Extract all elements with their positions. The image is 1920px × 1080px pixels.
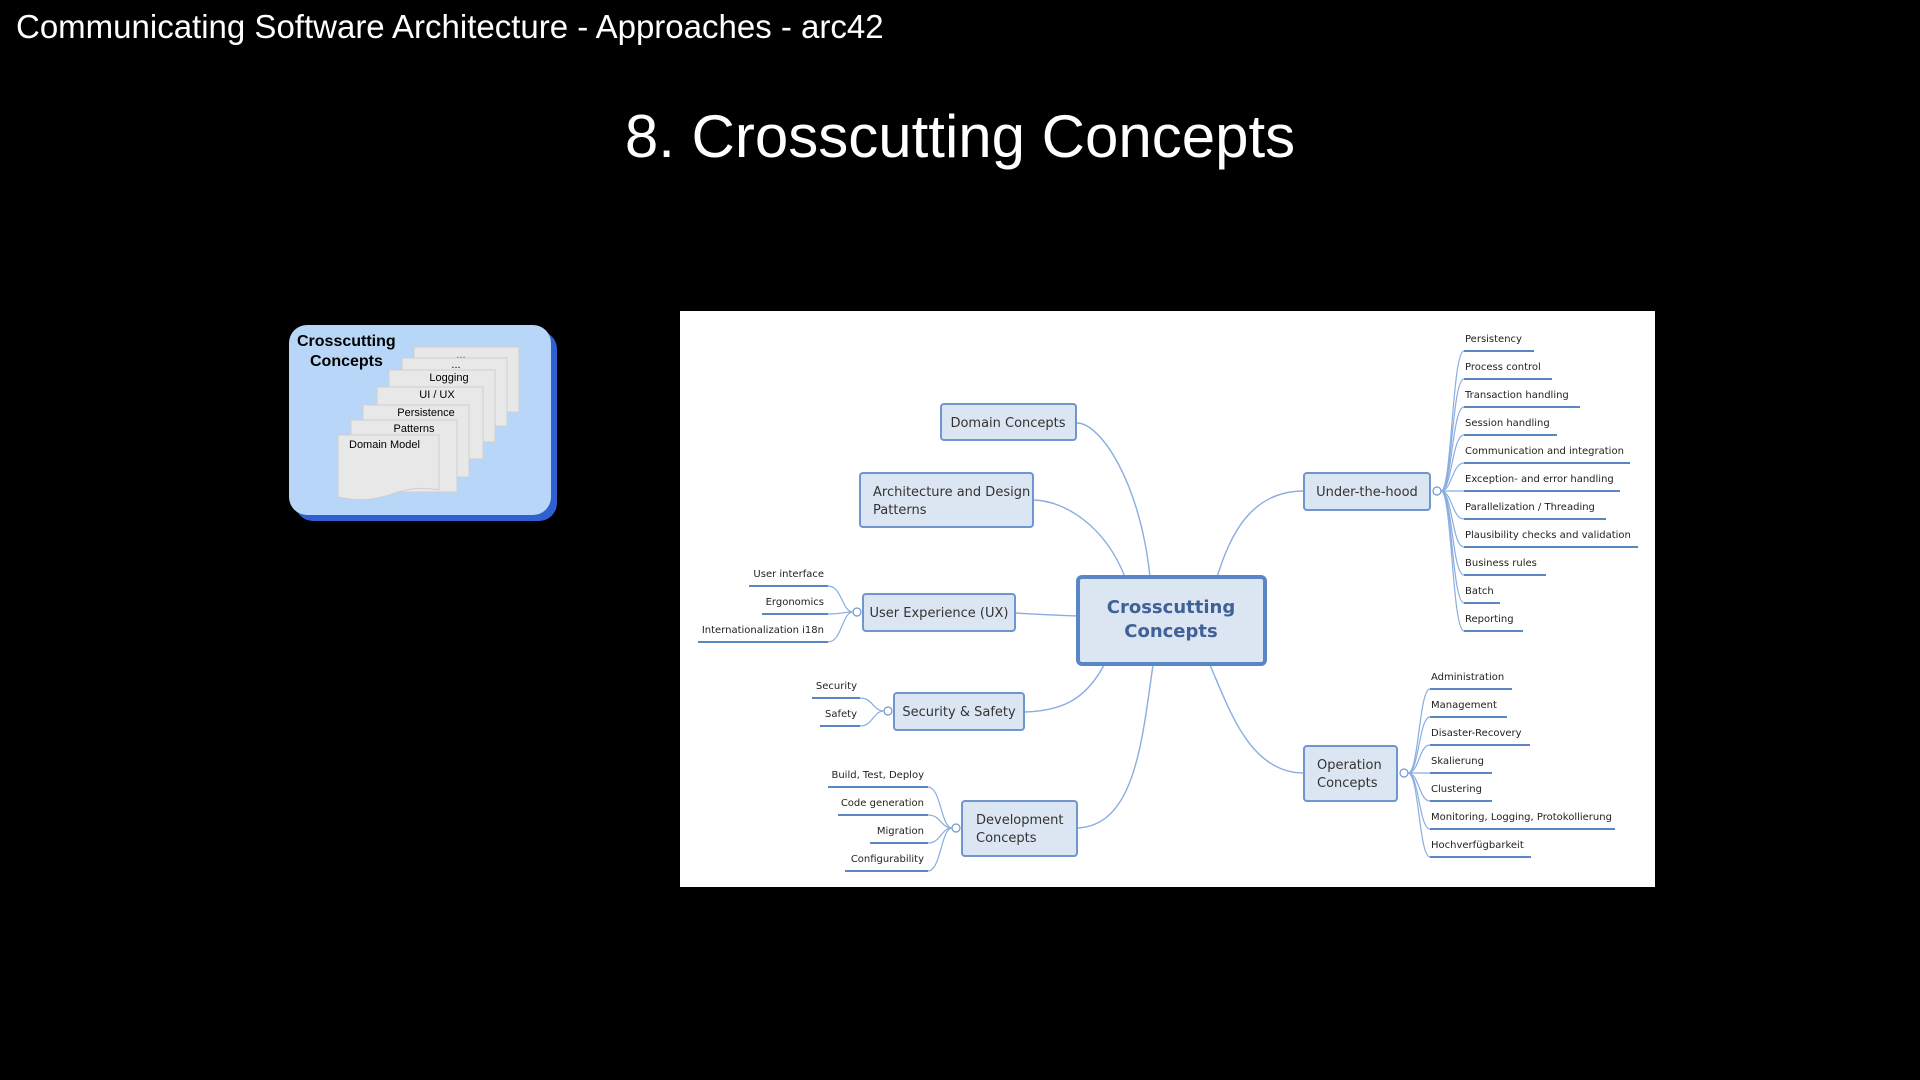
node-user-experience: User Experience (UX) User interface Ergo… [698,569,1016,643]
branch-curves [827,585,854,643]
node-label-line1: Development [976,813,1064,828]
mindmap-connectors [1014,422,1305,829]
branch-curves [1440,350,1465,632]
leaf-underlines [812,697,860,727]
leaf-process-control: Process control [1465,362,1541,373]
leaf-exception-error-handling: Exception- and error handling [1465,474,1614,485]
collapse-toggle[interactable] [1432,486,1442,496]
leaf-monitoring-logging: Monitoring, Logging, Protokollierung [1431,812,1612,823]
leaf-security: Security [816,681,857,692]
node-label: User Experience (UX) [870,606,1009,621]
node-label-line1: Architecture and Design [873,485,1030,500]
leaf-administration: Administration [1431,672,1504,683]
leaf-underlines [828,786,928,872]
center-node-line1: Crosscutting [1107,597,1235,618]
slide-title: 8. Crosscutting Concepts [624,103,1296,170]
node-domain-concepts: Domain Concepts [940,403,1077,441]
icon-card-title-line1: Crosscutting [297,333,396,350]
node-label-line2: Concepts [1317,776,1378,791]
leaf-underlines [1430,688,1615,858]
leaf-communication-integration: Communication and integration [1465,446,1624,457]
page-sheet-front: Domain Model [337,434,440,501]
collapse-toggle[interactable] [883,706,893,716]
leaf-ergonomics: Ergonomics [766,597,824,608]
leaf-underlines [698,585,828,643]
leaf-underlines [1464,350,1638,632]
leaf-session-handling: Session handling [1465,418,1550,429]
page-label: ... [456,349,465,361]
page-label: Patterns [394,423,435,435]
node-architecture-design-patterns: Architecture and Design Patterns [859,472,1034,528]
leaf-user-interface: User interface [753,569,824,580]
center-node: Crosscutting Concepts [1076,575,1267,666]
leaf-safety: Safety [825,709,857,720]
node-label: Domain Concepts [950,416,1065,431]
node-under-the-hood: Under-the-hood [1303,334,1638,632]
node-label-line2: Concepts [976,831,1037,846]
icon-card-title-line2: Concepts [310,353,383,370]
leaf-internationalization: Internationalization i18n [702,625,824,636]
leaf-parallelization-threading: Parallelization / Threading [1465,502,1595,513]
leaf-management: Management [1431,700,1497,711]
page-label: Domain Model [349,439,420,451]
leaf-hochverfuegbarkeit: Hochverfügbarkeit [1431,840,1524,851]
page-stack: ... ... Logging UI / UX Persistence Patt… [337,346,520,501]
collapse-toggle[interactable] [1399,768,1409,778]
node-security-safety: Security & Safety Security Safety [812,681,1025,731]
leaf-business-rules: Business rules [1465,558,1537,569]
leaf-clustering: Clustering [1431,784,1482,795]
branch-curves [1407,688,1431,858]
leaf-plausibility-validation: Plausibility checks and validation [1465,530,1631,541]
page-label: Logging [429,372,468,384]
node-operation-concepts: Operation Concepts Administ [1303,672,1615,858]
crosscutting-concepts-mindmap: Crosscutting Concepts Domain Concepts Ar… [680,311,1655,887]
branch-curves [859,697,885,727]
collapse-toggle[interactable] [951,823,961,833]
leaf-batch: Batch [1465,586,1494,597]
page-label: Persistence [397,407,454,419]
leaf-skalierung: Skalierung [1431,756,1484,767]
node-label-line2: Patterns [873,503,927,518]
node-label: Under-the-hood [1316,485,1418,500]
leaf-migration: Migration [877,826,924,837]
leaf-reporting: Reporting [1465,614,1514,625]
node-label-line1: Operation [1317,758,1382,773]
center-node-line2: Concepts [1124,621,1217,642]
leaf-disaster-recovery: Disaster-Recovery [1431,728,1522,739]
branch-curves [927,786,953,872]
leaf-configurability: Configurability [851,854,924,865]
leaf-persistency: Persistency [1465,334,1522,345]
page-label: UI / UX [419,389,455,401]
crosscutting-concepts-icon: ... ... Logging UI / UX Persistence Patt… [289,325,557,521]
leaf-transaction-handling: Transaction handling [1464,390,1569,401]
collapse-toggle[interactable] [852,607,862,617]
page-label: ... [451,359,460,371]
node-label: Security & Safety [902,705,1016,720]
node-development-concepts: Development Concepts Build, Test, Deploy… [828,770,1078,872]
leaf-code-generation: Code generation [841,798,924,809]
leaf-build-test-deploy: Build, Test, Deploy [831,770,924,781]
presentation-title: Communicating Software Architecture - Ap… [16,8,884,45]
